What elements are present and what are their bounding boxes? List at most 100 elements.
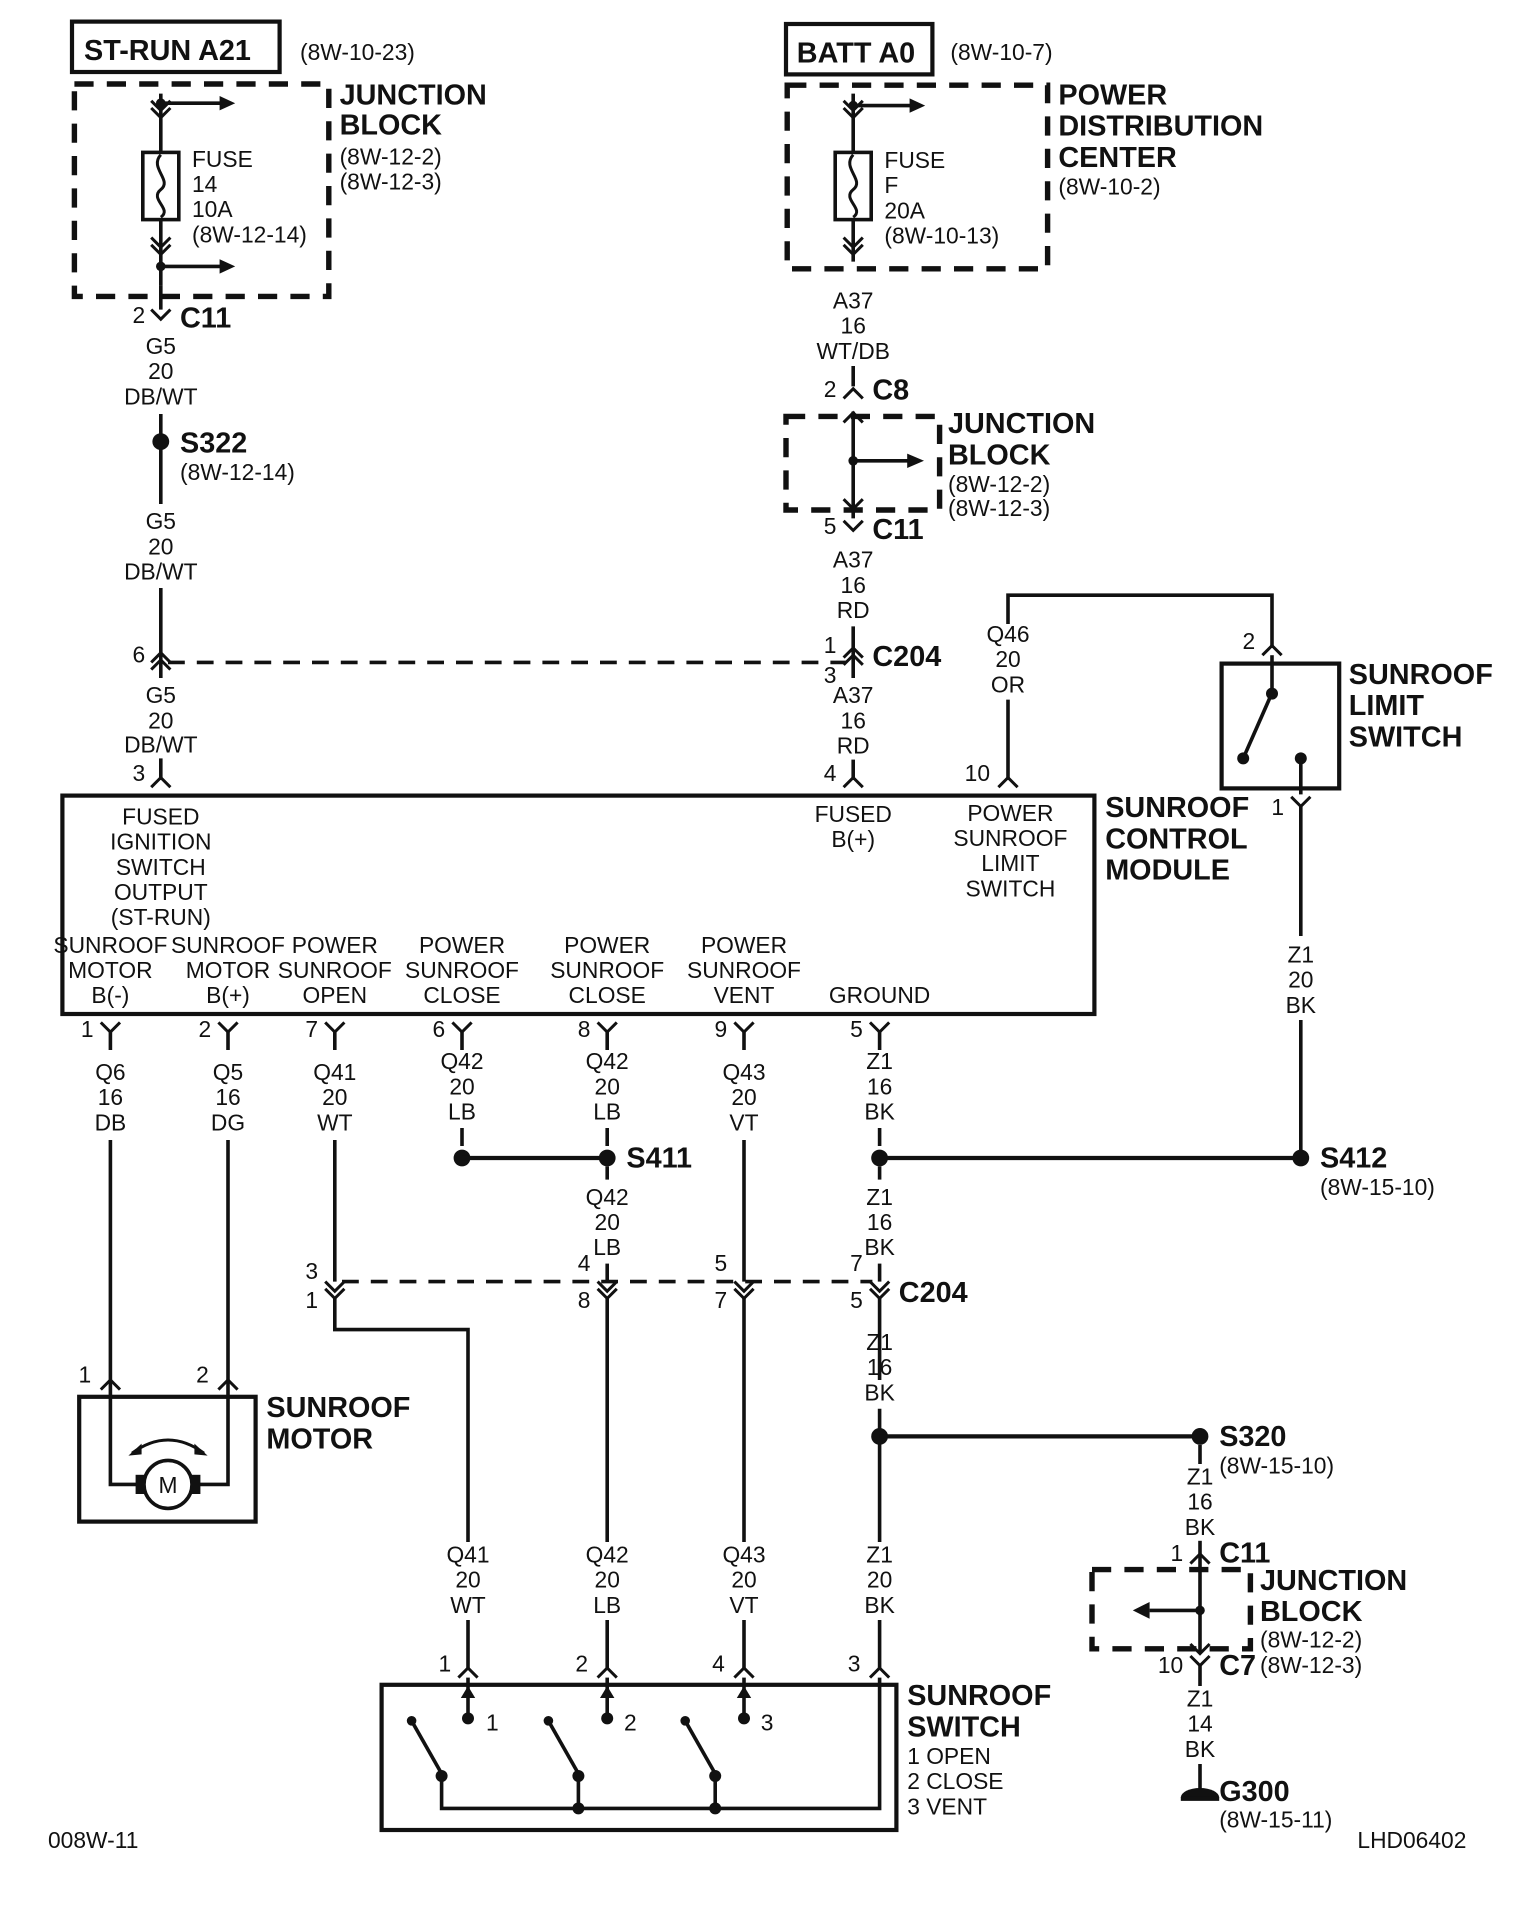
module-power-sunroof-close-1: POWER SUNROOF CLOSE xyxy=(405,932,519,1008)
svg-text:WT/DB: WT/DB xyxy=(816,338,889,364)
junction-block-lower-title2: BLOCK xyxy=(1260,1596,1363,1628)
svg-text:CLOSE: CLOSE xyxy=(569,982,646,1008)
motor-title: SUNROOF xyxy=(266,1392,410,1424)
svg-text:Q42: Q42 xyxy=(586,1184,629,1210)
batt-source-box xyxy=(783,21,935,77)
module-title2: CONTROL xyxy=(1105,823,1247,855)
junction-block-middle-title: JUNCTION xyxy=(948,408,1095,440)
svg-text:S411: S411 xyxy=(626,1143,692,1175)
svg-text:20: 20 xyxy=(995,646,1020,672)
svg-text:16: 16 xyxy=(98,1084,123,1110)
wire-a37-upper: A37 16 WT/DB xyxy=(816,287,889,363)
pdc-ref: (8W-10-2) xyxy=(1058,173,1160,199)
svg-text:SUNROOF: SUNROOF xyxy=(278,957,392,983)
wire-a37-middle: A37 16 RD xyxy=(833,547,874,623)
svg-text:A37: A37 xyxy=(833,682,874,708)
svg-text:16: 16 xyxy=(215,1084,240,1110)
svg-text:20: 20 xyxy=(731,1084,756,1110)
power-distribution-center xyxy=(784,82,1051,272)
wire-z1-ground: Z1 14 BK xyxy=(1185,1685,1215,1761)
pin-z1-ground: 5 Z1 16 BK xyxy=(850,1016,895,1147)
svg-text:8: 8 xyxy=(578,1016,591,1042)
svg-text:F: F xyxy=(884,172,898,198)
module-power-sunroof-close-2: POWER SUNROOF CLOSE xyxy=(550,932,664,1008)
wire-q42-between-splice-c204: Q42 20 LB xyxy=(586,1184,629,1260)
svg-text:SWITCH: SWITCH xyxy=(116,854,206,880)
svg-text:Q6: Q6 xyxy=(95,1059,125,1085)
fuse-14: FUSE 14 10A (8W-12-14) xyxy=(141,93,307,286)
footer-page-code: 008W-11 xyxy=(48,1827,138,1853)
svg-text:OUTPUT: OUTPUT xyxy=(114,879,208,905)
svg-text:20: 20 xyxy=(455,1567,480,1593)
junction-block-lower-ref1: (8W-12-2) xyxy=(1260,1627,1362,1653)
svg-text:20: 20 xyxy=(148,358,173,384)
wire-q43-lower-label: Q43 20 VT xyxy=(722,1541,765,1617)
svg-text:DB/WT: DB/WT xyxy=(124,559,198,585)
svg-text:BK: BK xyxy=(864,1099,894,1125)
junction-block-middle-ref2: (8W-12-3) xyxy=(948,495,1050,521)
pdc-title2: DISTRIBUTION xyxy=(1058,111,1263,143)
svg-text:5: 5 xyxy=(824,513,837,539)
svg-text:Q42: Q42 xyxy=(440,1048,483,1074)
svg-text:Q41: Q41 xyxy=(446,1541,489,1567)
svg-text:G5: G5 xyxy=(146,682,176,708)
sunroof-motor xyxy=(77,1394,258,1524)
svg-text:FUSED: FUSED xyxy=(815,801,892,827)
junction-block-top-title: JUNCTION xyxy=(340,79,487,111)
svg-text:4: 4 xyxy=(712,1651,725,1677)
svg-text:20: 20 xyxy=(595,1073,620,1099)
svg-text:7: 7 xyxy=(305,1016,318,1042)
svg-text:2: 2 xyxy=(199,1016,212,1042)
svg-text:SUNROOF: SUNROOF xyxy=(53,932,167,958)
svg-text:20: 20 xyxy=(731,1567,756,1593)
module-title3: MODULE xyxy=(1105,855,1230,887)
svg-text:LB: LB xyxy=(593,1099,621,1125)
module-title: SUNROOF xyxy=(1105,792,1249,824)
svg-text:C7: C7 xyxy=(1219,1650,1256,1682)
svg-text:FUSE: FUSE xyxy=(192,146,253,172)
svg-text:WT: WT xyxy=(317,1109,353,1135)
svg-text:3: 3 xyxy=(848,1651,861,1677)
st-run-source-box xyxy=(69,19,282,75)
svg-text:Z1: Z1 xyxy=(866,1184,893,1210)
svg-text:OPEN: OPEN xyxy=(302,982,367,1008)
svg-text:SUNROOF: SUNROOF xyxy=(405,957,519,983)
svg-text:SUNROOF: SUNROOF xyxy=(953,825,1067,851)
svg-text:2: 2 xyxy=(824,376,837,402)
svg-text:14: 14 xyxy=(1187,1711,1213,1737)
svg-text:BK: BK xyxy=(864,1592,894,1618)
svg-text:Z1: Z1 xyxy=(1187,1463,1214,1489)
batt-source-ref: (8W-10-7) xyxy=(950,39,1052,65)
svg-text:BK: BK xyxy=(864,1234,894,1260)
junction-block-top-ref1: (8W-12-2) xyxy=(340,143,442,169)
pdc-title: POWER xyxy=(1058,79,1167,111)
ground-g300: G300 (8W-15-11) xyxy=(1180,1776,1332,1833)
svg-text:G300: G300 xyxy=(1219,1776,1289,1808)
svg-text:9: 9 xyxy=(715,1016,728,1042)
svg-text:10: 10 xyxy=(1158,1652,1183,1678)
svg-text:6: 6 xyxy=(433,1016,446,1042)
svg-text:C11: C11 xyxy=(1219,1537,1270,1569)
svg-text:POWER: POWER xyxy=(419,932,505,958)
svg-text:Q5: Q5 xyxy=(213,1059,243,1085)
svg-text:Z1: Z1 xyxy=(1287,941,1314,967)
svg-text:Q43: Q43 xyxy=(722,1059,765,1085)
svg-text:20: 20 xyxy=(148,707,173,733)
limit-switch-title: SUNROOF xyxy=(1349,659,1493,691)
svg-text:(ST-RUN): (ST-RUN) xyxy=(111,904,211,930)
svg-text:C11: C11 xyxy=(180,303,231,335)
svg-text:FUSE: FUSE xyxy=(884,147,945,173)
svg-text:1: 1 xyxy=(1271,794,1284,820)
svg-text:1: 1 xyxy=(439,1651,452,1677)
svg-text:4: 4 xyxy=(824,760,837,786)
svg-text:POWER: POWER xyxy=(701,932,787,958)
svg-text:B(+): B(+) xyxy=(206,982,250,1008)
svg-text:(8W-15-10): (8W-15-10) xyxy=(1219,1453,1334,1479)
batt-source-label: BATT A0 xyxy=(797,37,915,69)
connector-c7: 10 C7 xyxy=(1158,1650,1256,1682)
pin-q6: 1 Q6 16 DB xyxy=(81,1016,126,1381)
svg-text:20: 20 xyxy=(449,1073,474,1099)
switch-contacts: 1 2 3 xyxy=(406,1677,882,1815)
junction-block-top-ref2: (8W-12-3) xyxy=(340,169,442,195)
svg-text:C204: C204 xyxy=(872,641,941,673)
